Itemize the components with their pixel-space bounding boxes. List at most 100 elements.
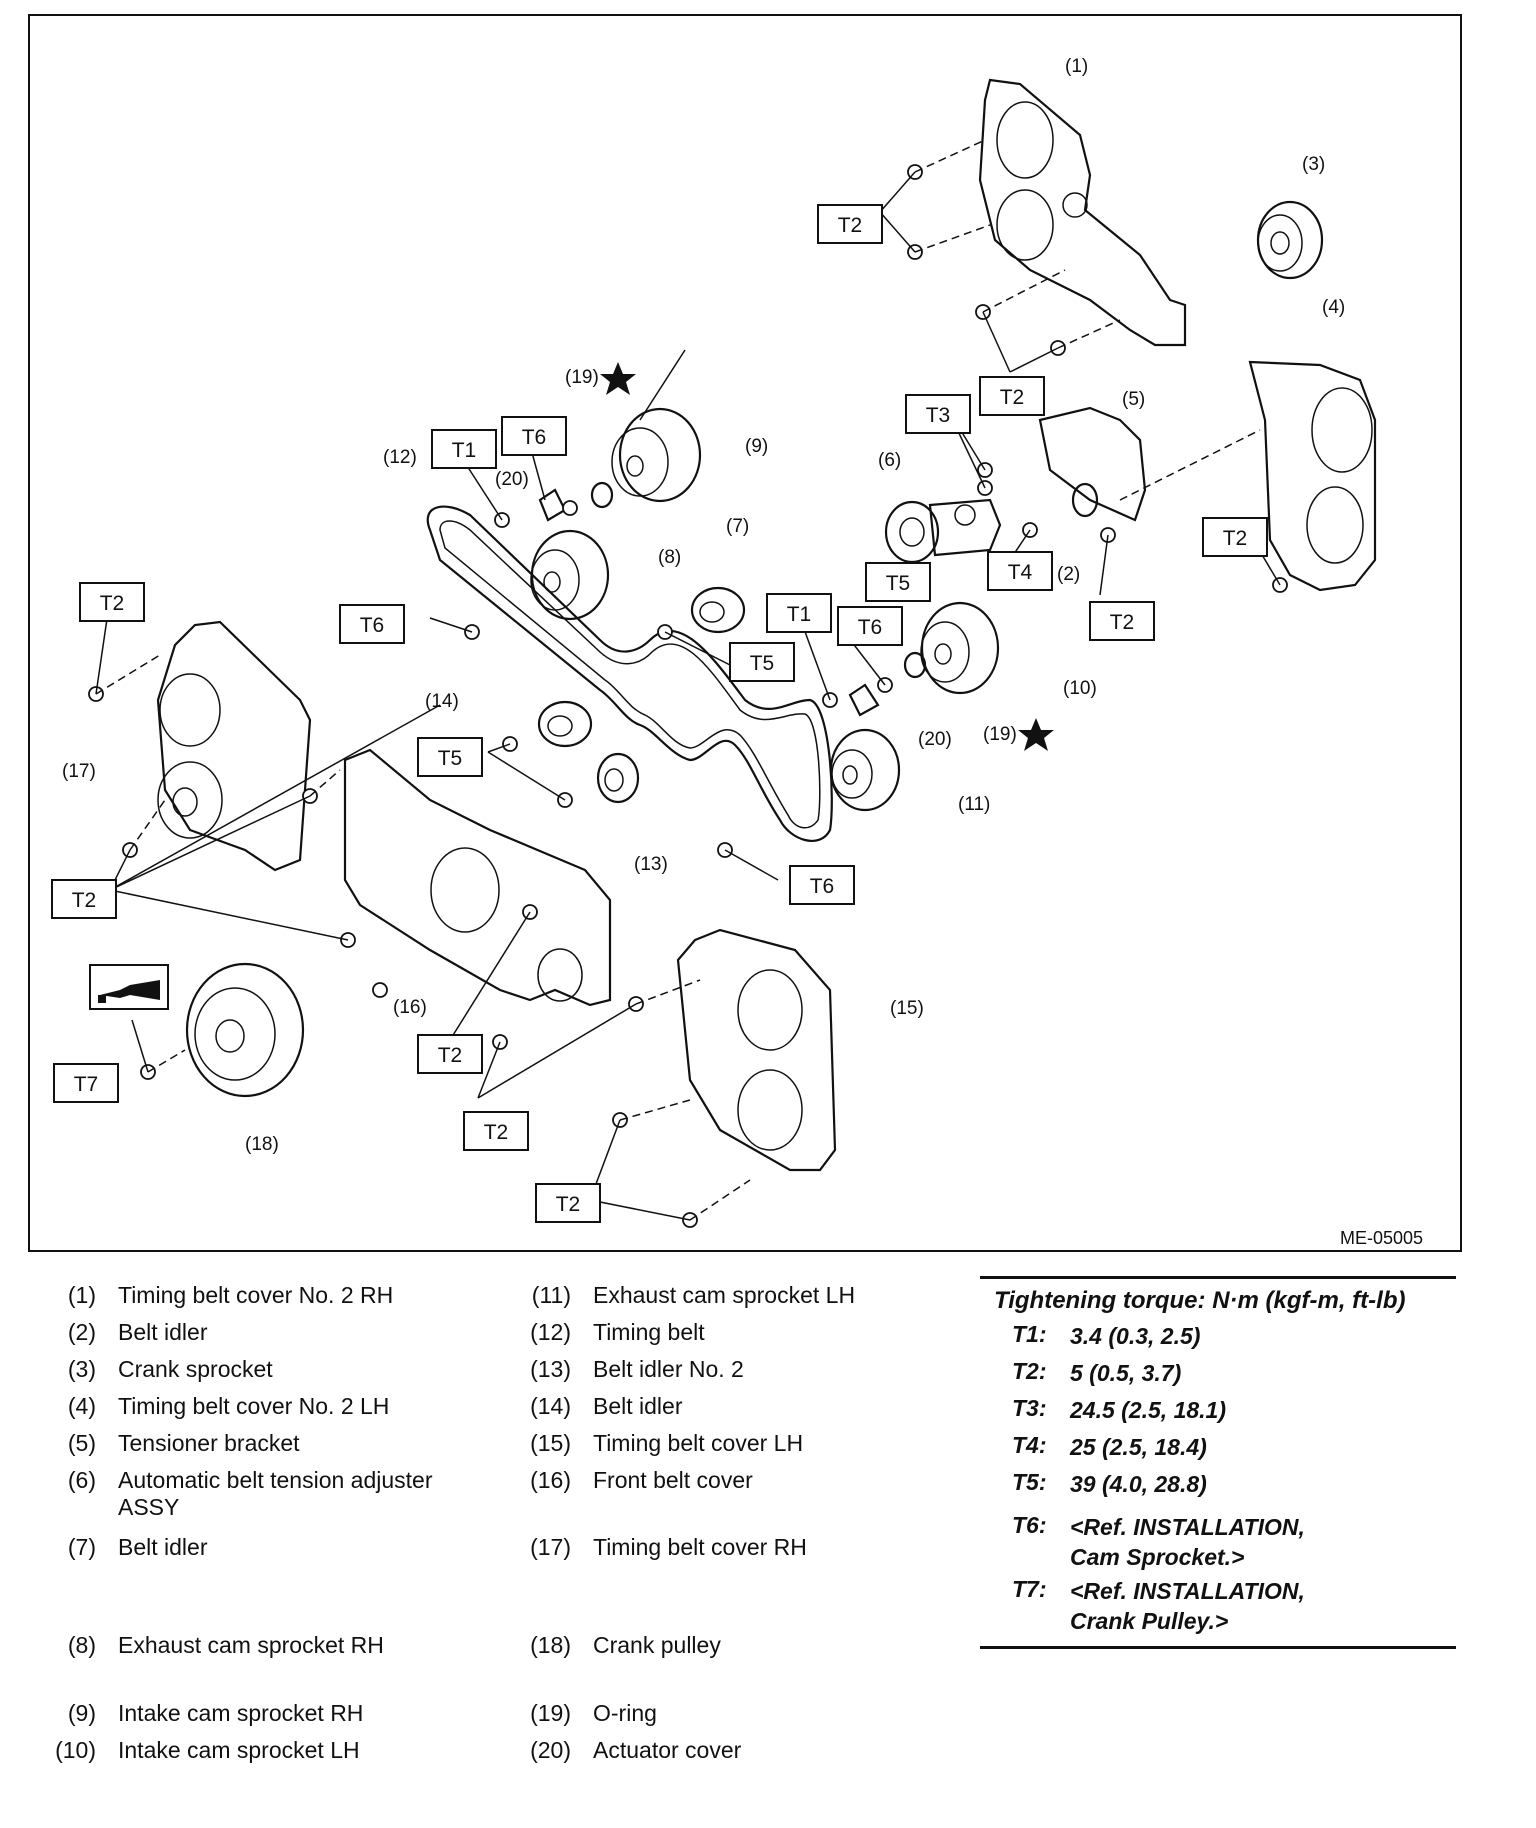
torque-box-t6: T6 [837,606,903,646]
callout-5: (5) [1122,389,1145,410]
torque-box-t2: T2 [535,1183,601,1223]
belt-idler-2 [1071,482,1099,518]
crank-sprocket [1256,200,1324,280]
torque-table: Tightening torque: N·m (kgf-m, ft-lb) T1… [980,1276,1456,1649]
parts-legend: (1)Timing belt cover No. 2 RH (2)Belt id… [55,1282,856,1763]
svg-text:T5: T5 [438,747,463,770]
callout-15: (15) [890,998,924,1019]
callout-2: (2) [1057,564,1080,585]
timing-belt-cover-no2-lh [1248,360,1377,592]
torque-box-t5: T5 [729,642,795,682]
svg-text:T6: T6 [858,616,883,639]
torque-box-t5: T5 [865,562,931,602]
callout-9: (9) [745,436,768,457]
diagram-frame [28,14,1462,1252]
timing-belt-cover-rh [156,620,312,872]
intake-cam-sprocket-lh [920,601,1000,695]
torque-box-t2: T2 [1202,517,1268,557]
torque-box-t2: T2 [1089,601,1155,641]
svg-text:T7: T7 [74,1073,99,1096]
callout-19-rh: (19) [565,367,599,388]
exhaust-cam-sprocket-lh [829,728,901,812]
svg-text:T6: T6 [810,875,835,898]
torque-box-t2: T2 [817,204,883,244]
torque-box-t2: T2 [51,879,117,919]
o-ring-rh [590,481,614,509]
svg-text:T6: T6 [522,426,547,449]
torque-box-t5: T5 [417,737,483,777]
belt-idler-14 [537,700,593,748]
torque-row: T5:39 (4.0, 28.8) [1012,1469,1207,1497]
torque-box-t2: T2 [463,1111,529,1151]
torque-box-t6: T6 [339,604,405,644]
torque-row: T4:25 (2.5, 18.4) [1012,1432,1207,1460]
callout-7: (7) [726,516,749,537]
torque-box-t4: T4 [987,551,1053,591]
callout-8: (8) [658,547,681,568]
torque-box-t1: T1 [431,429,497,469]
actuator-cover-lh [848,683,880,717]
o-ring-lh [903,651,927,679]
callout-10: (10) [1063,678,1097,699]
star-mark-rh [600,362,636,395]
figure-code: ME-05005 [1340,1228,1424,1248]
timing-belt-cover-lh [676,928,837,1172]
timing-belt-cover-no2-rh [978,78,1187,347]
torque-row: T1:3.4 (0.3, 2.5) [1012,1321,1201,1349]
svg-text:T2: T2 [484,1121,509,1144]
star-mark-lh [1018,718,1054,751]
torque-box-t1: T1 [766,593,832,633]
svg-text:T2: T2 [838,214,863,237]
crank-pulley [185,962,305,1098]
torque-row: T3:24.5 (2.5, 18.1) [1012,1395,1226,1423]
exhaust-cam-sprocket-rh [530,529,610,621]
svg-text:T2: T2 [72,889,97,912]
callout-4: (4) [1322,297,1345,318]
torque-title: Tightening torque: N·m (kgf-m, ft-lb) [994,1287,1406,1314]
svg-text:T2: T2 [1000,386,1025,409]
belt-idler-7 [690,586,746,634]
svg-text:T2: T2 [556,1193,581,1216]
torque-box-t3: T3 [905,394,971,434]
callout-16: (16) [393,997,427,1018]
svg-text:T3: T3 [926,404,951,427]
torque-box-t6: T6 [789,865,855,905]
callout-12: (12) [383,447,417,468]
callout-3: (3) [1302,154,1325,175]
torque-bottom-rule [980,1646,1456,1649]
callout-1: (1) [1065,56,1088,77]
callout-6: (6) [878,450,901,471]
svg-text:T6: T6 [360,614,385,637]
torque-row: T2:5 (0.5, 3.7) [1012,1358,1182,1386]
belt-idler-no2 [596,752,640,804]
torque-box-t2: T2 [79,582,145,622]
intake-cam-sprocket-rh [611,407,702,503]
svg-text:T5: T5 [750,652,775,675]
callout-20-rh: (20) [495,469,529,490]
torque-box-t2: T2 [979,376,1045,416]
torque-top-rule [980,1276,1456,1279]
torque-box-t7: T7 [53,1063,119,1103]
torque-box-t6: T6 [501,416,567,456]
callout-19-lh: (19) [983,724,1017,745]
auto-belt-tension-adjuster [884,498,1002,564]
tool-icon [89,964,169,1010]
exploded-diagram: (1) (2) (3) (4) (5) (6) (7) (8) (9) (10)… [51,56,1377,1228]
svg-text:T1: T1 [787,603,812,626]
front-belt-cover [343,748,612,1007]
callout-14: (14) [425,691,459,712]
tensioner-bracket [1038,406,1147,522]
svg-text:T5: T5 [886,572,911,595]
callout-17: (17) [62,761,96,782]
svg-text:T1: T1 [452,439,477,462]
torque-row: T6:<Ref. INSTALLATION, Cam Sprocket.> [1012,1512,1305,1570]
torque-row: T7:<Ref. INSTALLATION, Crank Pulley.> [1012,1576,1305,1634]
torque-boxes: T2 T2 T3 T1 T6 T2 T4 T5 T2 T2 T6 T1 T6 T… [51,204,1268,1223]
svg-text:T2: T2 [1110,611,1135,634]
callout-11: (11) [958,794,990,815]
svg-text:T4: T4 [1008,561,1033,584]
torque-box-t2: T2 [417,1034,483,1074]
svg-text:T2: T2 [1223,527,1248,550]
callout-20-lh: (20) [918,729,952,750]
timing-belt [426,505,833,842]
